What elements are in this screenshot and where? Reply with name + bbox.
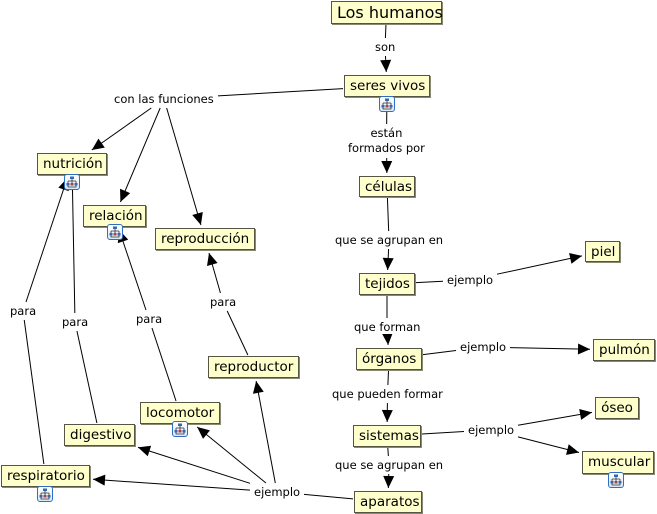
link-line-para_digestivo-to-nutricion	[71, 177, 76, 314]
linking-phrase-con-las-funciones[interactable]: con las funciones	[112, 92, 216, 106]
linking-phrase-ejemplo[interactable]: ejemplo	[252, 485, 303, 499]
concept-sistemas[interactable]: sistemas	[353, 425, 421, 447]
concept-muscular[interactable]: muscular	[582, 451, 654, 474]
concept-organos[interactable]: órganos	[356, 348, 422, 370]
arrowhead-muscular	[566, 444, 579, 455]
link-line-ejemplo_aparatos-to-locomotor	[196, 426, 267, 484]
concept-respiratorio[interactable]: respiratorio	[1, 465, 90, 487]
linking-phrase-para[interactable]: para	[208, 295, 239, 309]
linking-phrase-para[interactable]: para	[134, 312, 165, 326]
arrowhead-locomotor	[197, 427, 210, 439]
arrowhead-relacion	[120, 188, 131, 202]
link-line-ejemplo_aparatos-to-reproductor	[255, 380, 276, 484]
arrowhead-oseo	[579, 409, 592, 420]
link-line-celulas-to-agrupan1	[386, 197, 390, 232]
arrowhead-tejidos	[382, 257, 394, 270]
arrowhead-seres_vivos	[380, 59, 392, 72]
arrowhead-aparatos	[383, 475, 395, 488]
submap-hierarchy-icon[interactable]	[37, 486, 53, 502]
link-line-ejemplo_tejidos-to-piel	[496, 255, 583, 275]
submap-hierarchy-icon[interactable]	[608, 472, 624, 488]
link-line-ejemplo_organos-to-pulmon	[509, 347, 591, 350]
concept-celulas[interactable]: células	[359, 176, 415, 197]
link-line-aparatos-to-ejemplo_aparatos	[303, 493, 354, 500]
link-line-sistemas-to-agrupan2	[387, 447, 389, 457]
arrowhead-reproduccion	[192, 211, 203, 225]
link-line-para_respiratorio-to-nutricion	[25, 177, 68, 303]
link-line-con_funciones-to-relacion	[119, 107, 161, 203]
link-line-con_funciones-to-reproduccion	[166, 107, 202, 226]
arrowhead-pulmon	[577, 343, 590, 355]
linking-phrase-son[interactable]: son	[373, 40, 398, 54]
link-line-ejemplo_sistemas-to-oseo	[517, 411, 593, 426]
concept-locomotor[interactable]: locomotor	[140, 402, 220, 424]
concept-los-humanos[interactable]: Los humanos	[331, 1, 443, 24]
concept-piel[interactable]: piel	[585, 241, 620, 262]
arrowhead-reproduccion	[207, 253, 218, 267]
link-line-respiratorio-to-para_respiratorio	[23, 319, 45, 465]
link-line-sistemas-to-ejemplo_sistemas	[421, 431, 465, 435]
concept-reproduccion[interactable]: reproducción	[155, 228, 255, 250]
linking-phrase-ejemplo[interactable]: ejemplo	[466, 423, 517, 437]
submap-hierarchy-icon[interactable]	[172, 421, 188, 437]
linking-phrase-que-se-agrupan-en[interactable]: que se agrupan en	[333, 458, 446, 472]
link-line-con_funciones-to-nutricion	[91, 107, 152, 151]
link-line-reproductor-to-para_reproductor	[226, 310, 249, 356]
concept-tejidos[interactable]: tejidos	[359, 273, 415, 295]
linking-phrase-para[interactable]: para	[60, 315, 91, 329]
concept-reproductor[interactable]: reproductor	[208, 356, 299, 378]
linking-phrase-para[interactable]: para	[8, 304, 39, 318]
concept-pulmon[interactable]: pulmón	[593, 339, 655, 361]
linking-phrase-ejemplo[interactable]: ejemplo	[445, 273, 496, 287]
arrowhead-piel	[569, 253, 582, 264]
arrowhead-digestivo	[138, 445, 152, 457]
link-line-organos-to-ejemplo_organos	[422, 349, 457, 356]
link-line-ejemplo_aparatos-to-digestivo	[137, 446, 251, 484]
link-line-organos-to-pueden_formar	[387, 370, 389, 386]
arrowhead-celulas	[381, 160, 393, 173]
arrowhead-reproductor	[252, 381, 264, 394]
link-line-humanos-to-son	[384, 24, 387, 39]
link-line-tejidos-to-ejemplo_tejidos	[415, 280, 444, 284]
concept-oseo[interactable]: óseo	[595, 397, 639, 419]
concept-digestivo[interactable]: digestivo	[64, 424, 135, 446]
arrowhead-respiratorio	[93, 474, 106, 486]
linking-phrase-ejemplo[interactable]: ejemplo	[458, 340, 509, 354]
concept-relacion[interactable]: relación	[83, 205, 146, 227]
arrowhead-organos	[381, 332, 393, 345]
submap-hierarchy-icon[interactable]	[379, 96, 395, 112]
link-line-locomotor-to-para_locomotor	[151, 327, 177, 402]
linking-phrase-que-se-agrupan-en[interactable]: que se agrupan en	[333, 233, 446, 247]
link-line-ejemplo_aparatos-to-respiratorio	[92, 478, 251, 491]
concept-aparatos[interactable]: aparatos	[354, 491, 422, 513]
linking-phrase-que-pueden-formar[interactable]: que pueden formar	[330, 387, 445, 401]
concept-nutricion[interactable]: nutrición	[37, 153, 107, 175]
submap-hierarchy-icon[interactable]	[107, 224, 123, 240]
arrowhead-nutricion	[91, 138, 105, 150]
linking-phrase-estan-formados-por[interactable]: están formados por	[346, 126, 427, 156]
link-line-seres_vivos-to-con_funciones	[217, 88, 344, 97]
linking-phrase-que-forman[interactable]: que forman	[352, 320, 423, 334]
arrowhead-sistemas	[381, 409, 393, 422]
link-line-digestivo-to-para_digestivo	[76, 330, 98, 424]
link-line-para_locomotor-to-relacion	[118, 229, 147, 311]
submap-hierarchy-icon[interactable]	[64, 174, 80, 190]
concept-seres-vivos[interactable]: seres vivos	[344, 75, 430, 97]
